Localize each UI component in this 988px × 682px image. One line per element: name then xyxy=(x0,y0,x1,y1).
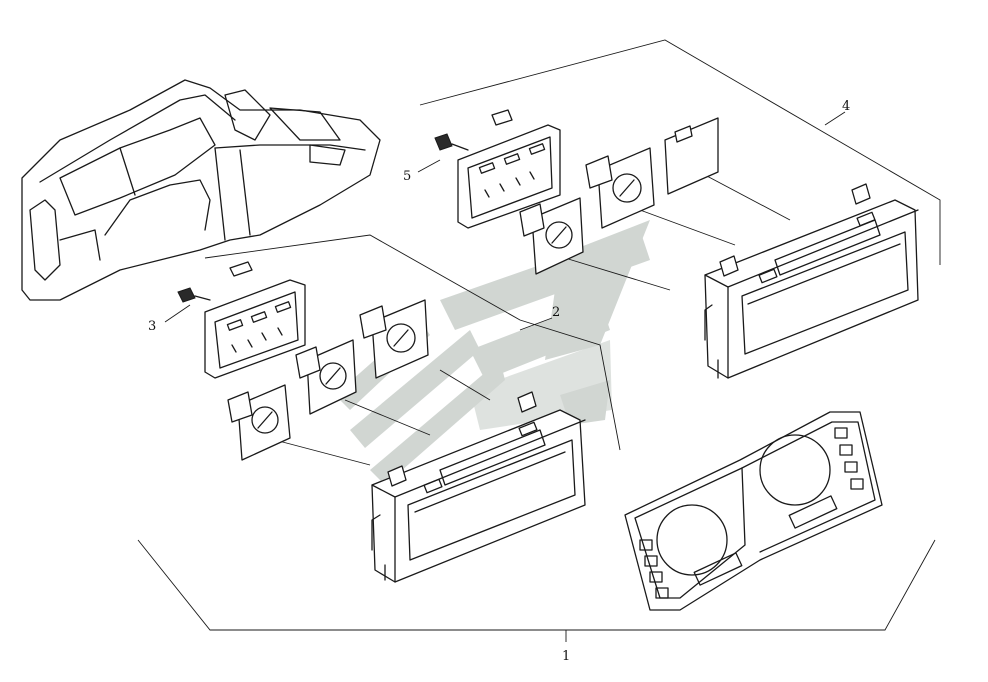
rotary-control-module-c xyxy=(359,299,429,379)
switch-panel-upper xyxy=(434,109,561,229)
callout-3: 3 xyxy=(148,319,156,334)
control-housing-upper xyxy=(704,183,919,379)
rotary-control-module-e xyxy=(585,147,655,229)
rotary-control-module-b xyxy=(295,339,357,415)
control-housing-lower xyxy=(371,391,586,583)
callout-4: 4 xyxy=(842,99,850,114)
callout-5: 5 xyxy=(403,169,411,184)
dashboard-cab xyxy=(21,79,381,301)
instrument-cluster-bezel xyxy=(624,411,883,611)
callout-1: 1 xyxy=(562,649,570,664)
leader-lines xyxy=(137,39,941,642)
callout-2: 2 xyxy=(552,305,560,320)
switch-panel-lower xyxy=(177,261,306,379)
rotary-control-module-a xyxy=(227,384,291,461)
bezel-plate xyxy=(664,117,719,195)
rotary-control-module-d xyxy=(519,197,584,275)
